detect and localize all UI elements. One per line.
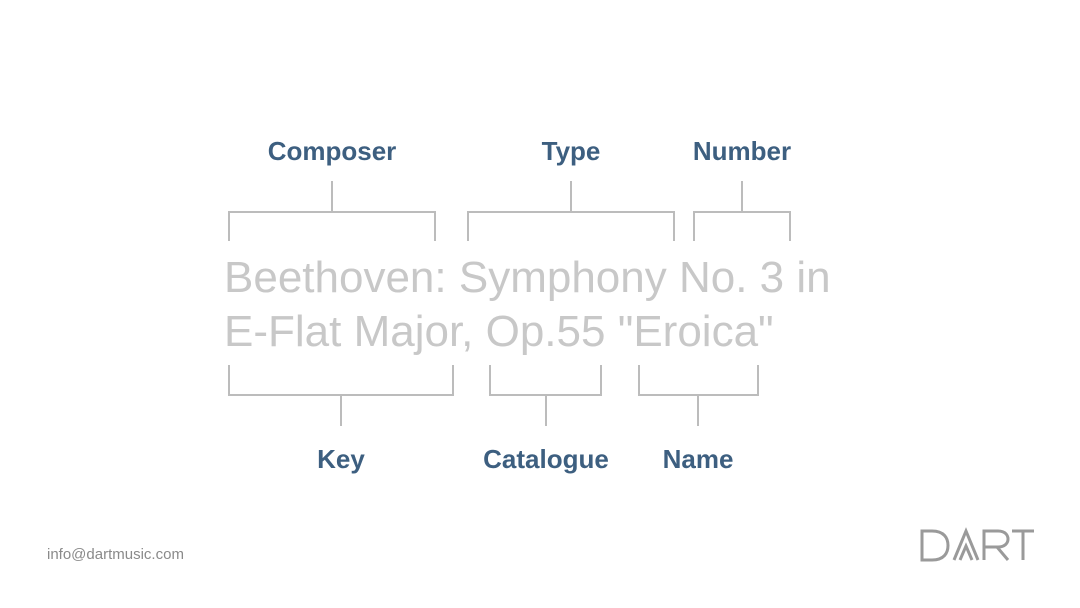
- label-number: Number: [692, 136, 792, 166]
- bracket-name: [638, 365, 759, 426]
- title-line-1: Beethoven: Symphony No. 3 in: [224, 253, 831, 302]
- label-composer: Composer: [267, 136, 397, 166]
- label-key: Key: [317, 444, 365, 474]
- label-type: Type: [541, 136, 601, 166]
- title-line-2: E-Flat Major, Op.55 "Eroica": [224, 307, 774, 356]
- bracket-catalogue: [489, 365, 602, 426]
- label-name: Name: [662, 444, 734, 474]
- bracket-number: [693, 181, 791, 241]
- bracket-composer: [228, 181, 436, 241]
- label-catalogue: Catalogue: [483, 444, 609, 474]
- bracket-type: [467, 181, 675, 241]
- dart-logo-icon: [920, 527, 1034, 562]
- footer-email: info@dartmusic.com: [47, 546, 184, 563]
- bracket-key: [228, 365, 454, 426]
